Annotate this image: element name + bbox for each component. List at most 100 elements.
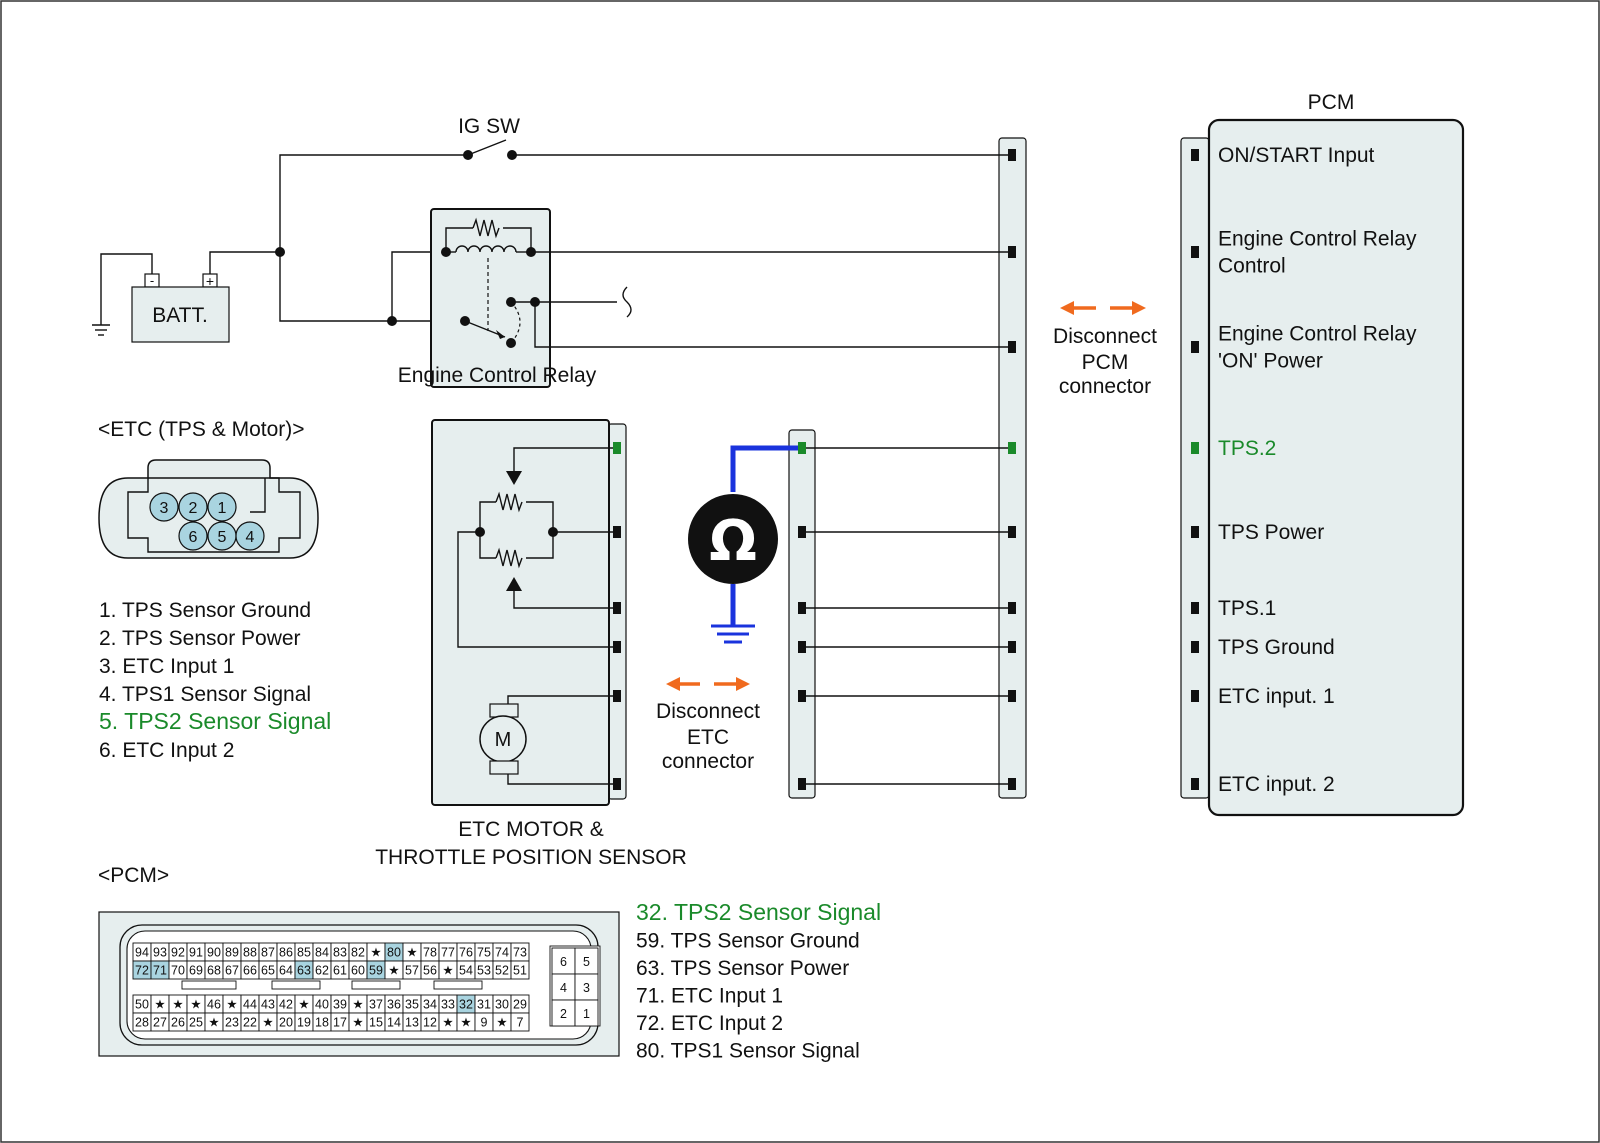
pcm-small-block-pin: 4 — [560, 981, 567, 995]
etc-legend-item: 6. ETC Input 2 — [99, 739, 234, 762]
batt-plus-sign: + — [206, 273, 214, 289]
disconnect-etc-line2: ETC — [687, 726, 729, 749]
tps-res1-right — [526, 501, 554, 532]
pcm-connector-pin-number: 39 — [333, 998, 347, 1012]
tps-res1-left — [479, 501, 496, 532]
pcm-connector-key — [271, 980, 321, 990]
pcm-connector-cell — [510, 1012, 530, 1032]
pcm-connector-pin-number: 75 — [477, 946, 491, 960]
pcm-connector-cell — [510, 960, 530, 980]
etc-connector-inner — [127, 477, 301, 553]
pcm-connector-key — [351, 980, 401, 990]
etc-legend-item: 1. TPS Sensor Ground — [99, 599, 311, 622]
pcm-pin-square — [1191, 442, 1199, 454]
pcm-pin-label: TPS.2 — [1218, 437, 1276, 460]
pcm-connector-pin-number: 66 — [243, 964, 257, 978]
pcm-connector-pin-number: ★ — [208, 1016, 219, 1030]
relay-label: Engine Control Relay — [398, 364, 597, 387]
etc-orange-arrow-right-icon — [736, 677, 750, 691]
pcm-pin-square — [1191, 690, 1199, 702]
pcm-connector-pin-number: ★ — [352, 1016, 363, 1030]
pcm-connector-pin-number: 82 — [351, 946, 365, 960]
pcm-connector-pin-number: 12 — [423, 1016, 437, 1030]
pcm-pin-label: TPS.1 — [1218, 597, 1276, 620]
pcm-connector-pin-number: 70 — [171, 964, 185, 978]
etc-pin-number: 6 — [189, 529, 198, 546]
pcm-title: PCM — [1308, 91, 1355, 114]
pcm-connector-pin-number: 90 — [207, 946, 221, 960]
pcm-connector-pin-number: 87 — [261, 946, 275, 960]
pcm-pin-square — [1191, 778, 1199, 790]
pcm-connector-pin-number: 69 — [189, 964, 203, 978]
harness-pcm-pin-square — [1008, 690, 1016, 702]
relay-contact-dot-b — [506, 338, 516, 348]
harness-pcm-pin-square — [1008, 602, 1016, 614]
battery-label: BATT. — [152, 304, 208, 327]
pcm-connector-pin-number: ★ — [352, 998, 363, 1012]
motor-label: M — [495, 729, 512, 751]
pcm-connector-pin-number: 34 — [423, 998, 437, 1012]
harness-etc-pin-square — [798, 690, 806, 702]
etc-pin — [178, 492, 208, 522]
pcm-connector-pin-number: 15 — [369, 1016, 383, 1030]
relay-coil-feed — [391, 251, 446, 321]
disconnect-pcm-line2: PCM — [1082, 351, 1129, 374]
etc-motor-label-line1: ETC MOTOR & — [458, 818, 603, 841]
tps-res2-right — [526, 532, 554, 559]
pcm-connector-pin-number: 30 — [495, 998, 509, 1012]
pcm-connector-pin-number: 53 — [477, 964, 491, 978]
pcm-connector-pin-number: 14 — [387, 1016, 401, 1030]
pcm-pin-label: ON/START Input — [1218, 144, 1375, 167]
ohm-symbol: Ω — [709, 509, 757, 574]
pcm-connector-pin-number: ★ — [370, 946, 381, 960]
harness-etc-pin-square — [798, 778, 806, 790]
power-circuit: IG SW - + BATT. — [92, 115, 1012, 388]
pcm-small-block-pin: 3 — [583, 981, 590, 995]
pcm-pin-square — [1191, 149, 1199, 161]
pcm-connector-pin-number: ★ — [172, 998, 183, 1012]
etc-legend-item: 4. TPS1 Sensor Signal — [99, 683, 311, 706]
pcm-connector-pin-number: 73 — [513, 946, 527, 960]
pcm-connector-pin-number: 23 — [225, 1016, 239, 1030]
pcm-connector-pin-number: ★ — [262, 1016, 273, 1030]
pcm-connector-pin-number: 68 — [207, 964, 221, 978]
pcm-legend-item: 32. TPS2 Sensor Signal — [636, 899, 881, 925]
etc-legend-item: 3. ETC Input 1 — [99, 655, 234, 678]
pcm-pin-square — [1191, 641, 1199, 653]
harness-etc-pin-square — [798, 526, 806, 538]
pcm-connector-pin-number: 72 — [135, 964, 149, 978]
etc-pin-number: 5 — [218, 529, 227, 546]
pcm-connector-pin-number: 57 — [405, 964, 419, 978]
pcm-pin-label: Engine Control Relay — [1218, 228, 1417, 251]
connector-pin-squares — [613, 149, 1199, 790]
pcm-connector-pin-number: 64 — [279, 964, 293, 978]
pcm-connector-pin-number: 25 — [189, 1016, 203, 1030]
pcm-connector-pin-number: 63 — [297, 964, 311, 978]
pcm-pin-label: Engine Control Relay — [1218, 323, 1417, 346]
pcm-connector-pin-number: 13 — [405, 1016, 419, 1030]
pcm-connector-pin-number: 59 — [369, 964, 383, 978]
disconnect-pcm-line1: Disconnect — [1053, 325, 1157, 348]
etc-motor-tps: M ETC MOTOR & THROTTLE POSITION SENSOR — [375, 419, 687, 869]
pcm-connector-pin-number: 91 — [189, 946, 203, 960]
pcm-pin-square — [1191, 602, 1199, 614]
harness-wires — [802, 447, 1012, 785]
pcm-connector-pin-number: 22 — [243, 1016, 257, 1030]
etc-module-pin-square — [613, 641, 621, 653]
etc-module-pin-square — [613, 778, 621, 790]
etc-module-pin-square — [613, 602, 621, 614]
ig-sw-label: IG SW — [458, 115, 520, 138]
tps-resistor-2-icon — [495, 547, 523, 569]
ohmmeter-icon — [688, 494, 778, 584]
pcm-connector-pin-number: 33 — [441, 998, 455, 1012]
pcm-connector-key — [181, 980, 237, 990]
engine-control-relay-box — [430, 208, 551, 388]
pcm-legend-item: 59. TPS Sensor Ground — [636, 930, 860, 953]
pcm-connector-pin-number: 51 — [513, 964, 527, 978]
pcm-legend-item: 72. ETC Input 2 — [636, 1012, 783, 1035]
motor-brush-top — [489, 703, 519, 718]
pcm-connector-pin-number: 18 — [315, 1016, 329, 1030]
pcm-connector-pin-number: 89 — [225, 946, 239, 960]
